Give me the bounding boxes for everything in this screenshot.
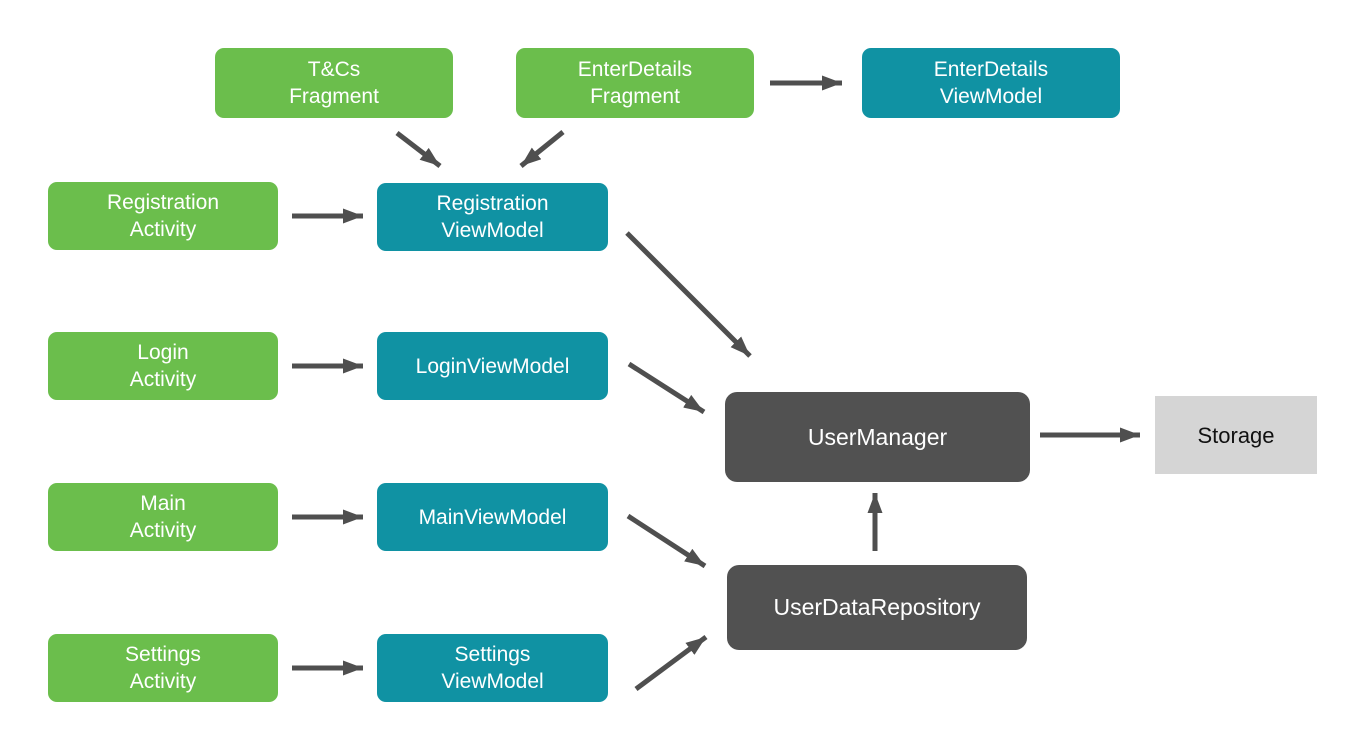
edge-tcs-fragment-to-registration-viewmodel [395, 131, 442, 168]
edge-enterdetails-fragment-to-registration-viewmodel [519, 130, 565, 168]
node-label: Registration [436, 192, 549, 215]
node-label: ViewModel [441, 219, 544, 242]
edge-main-viewmodel-to-userdatarepository [626, 513, 707, 569]
node-userdatarepository: UserDataRepository [727, 565, 1027, 650]
node-storage: Storage [1155, 396, 1317, 474]
edge-registration-viewmodel-to-usermanager [625, 231, 752, 358]
node-label: UserDataRepository [773, 594, 981, 620]
node-label: Storage [1197, 422, 1275, 448]
node-label: ViewModel [441, 670, 544, 693]
node-label: Activity [129, 670, 197, 693]
node-label: Fragment [289, 85, 379, 108]
node-label: UserManager [807, 423, 948, 450]
node-label: Main [140, 492, 186, 515]
node-label: Settings [454, 643, 531, 666]
edge-settings-viewmodel-to-userdatarepository [634, 634, 708, 692]
node-label: Registration [106, 191, 220, 214]
node-label: Settings [125, 643, 201, 666]
node-label: Login [137, 341, 189, 364]
node-label: Fragment [590, 85, 680, 108]
node-label: Activity [129, 218, 197, 241]
node-login-viewmodel: LoginViewModel [377, 332, 608, 400]
node-label: T&Cs [307, 58, 361, 81]
node-label: LoginViewModel [415, 354, 570, 378]
node-label: Activity [129, 368, 197, 391]
node-label: EnterDetails [577, 58, 693, 81]
node-label: Activity [129, 519, 197, 542]
edge-login-viewmodel-to-usermanager [627, 361, 706, 415]
node-usermanager: UserManager [725, 392, 1030, 482]
node-label: ViewModel [939, 85, 1043, 108]
node-label: EnterDetails [933, 58, 1049, 81]
node-main-viewmodel: MainViewModel [377, 483, 608, 551]
node-label: MainViewModel [418, 505, 567, 529]
